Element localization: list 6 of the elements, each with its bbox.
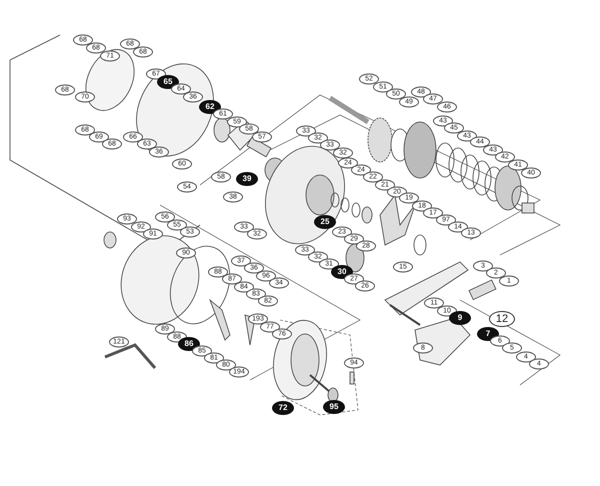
callout-number: 12 [489,311,515,327]
callout-number: 7 [477,327,499,341]
callout-number: 95 [323,400,345,414]
callout-number: 72 [272,401,294,415]
callout-number: 39 [236,172,258,186]
callout-number: 9 [449,311,471,325]
